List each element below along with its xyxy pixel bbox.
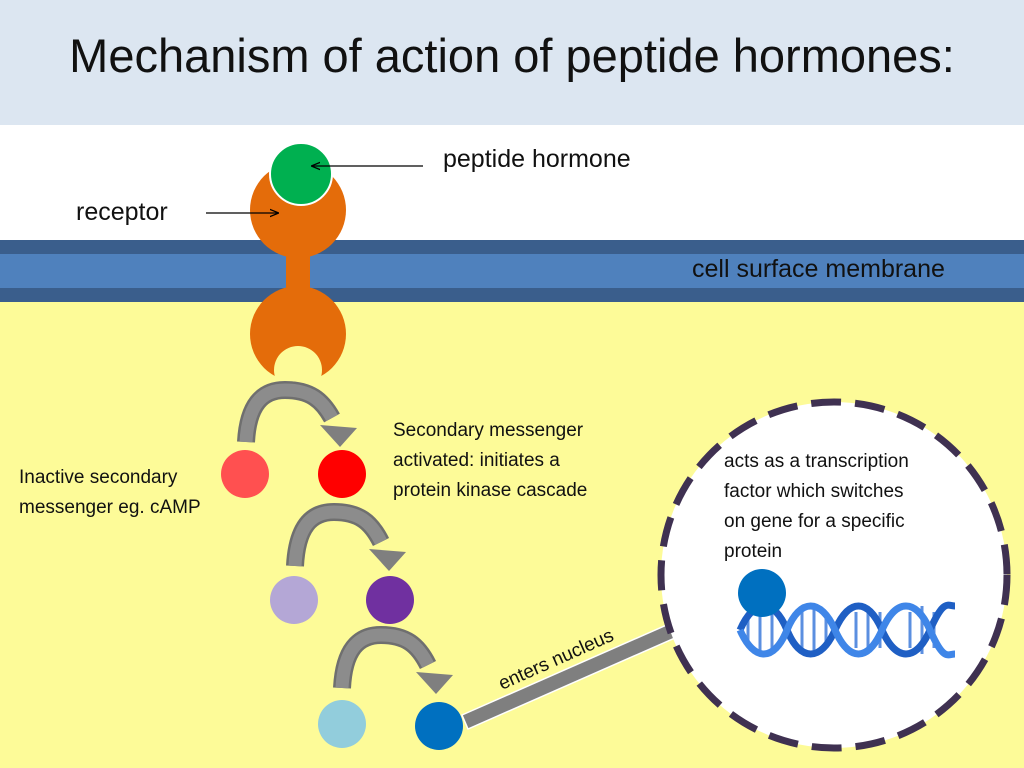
curved-arrow-icon: [237, 380, 357, 447]
peptide-hormone-icon: [269, 142, 333, 206]
page-title: Mechanism of action of peptide hormones:: [69, 29, 955, 82]
inactive-kinase-2: [270, 576, 318, 624]
active-kinase-2: [366, 576, 414, 624]
active-secondary-messenger: [318, 450, 366, 498]
peptide-hormone-label: peptide hormone: [443, 145, 631, 173]
inactive-kinase-3: [318, 700, 366, 748]
active-kinase-3: [415, 702, 463, 750]
membrane-label: cell surface membrane: [692, 255, 945, 283]
curved-arrow-icon: [333, 625, 453, 694]
inactive-messenger-label: Inactive secondary messenger eg. cAMP: [19, 467, 201, 518]
transcription-factor-label: acts as a transcription factor which swi…: [724, 451, 909, 562]
dna-helix-icon: [736, 601, 956, 659]
inactive-secondary-messenger: [221, 450, 269, 498]
transcription-factor-molecule: [738, 569, 786, 617]
cell-membrane: [0, 240, 1024, 302]
title-bar: Mechanism of action of peptide hormones:: [0, 0, 1024, 125]
nucleus: [657, 398, 1011, 752]
receptor-label: receptor: [76, 198, 168, 226]
curved-arrow-icon: [286, 502, 406, 571]
activated-messenger-label: Secondary messenger activated: initiates…: [393, 420, 588, 501]
